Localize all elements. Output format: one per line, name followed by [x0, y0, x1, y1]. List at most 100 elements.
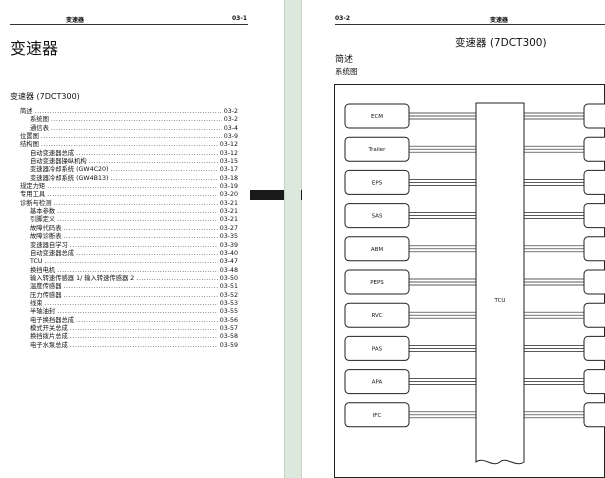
toc-entry-label: 自动变速器操纵机构: [30, 158, 87, 166]
page-title: 变速器 (7DCT300): [455, 37, 547, 49]
module-box: [344, 302, 410, 328]
toc-leader-dots: [70, 333, 218, 341]
toc-entry-label: 通信表: [30, 124, 49, 132]
toc-entry[interactable]: 电子换挡器总成 03-56: [10, 317, 238, 325]
module-box: [344, 402, 410, 428]
toc-entry-label: 基本参数: [30, 208, 56, 216]
toc-entry-label: 变速器冷却系统 (GW4C20): [30, 166, 109, 174]
toc-leader-dots: [57, 216, 218, 224]
module-box: [344, 169, 410, 195]
toc-leader-dots: [111, 166, 218, 174]
right-header-page-number: 03-2: [335, 15, 351, 22]
toc-entry-page: 03-21: [219, 208, 238, 216]
right-partial-box: [583, 136, 605, 162]
right-partial-box: [583, 169, 605, 195]
module-label: ABM: [371, 247, 384, 253]
module-label: ECM: [371, 114, 383, 120]
toc-leader-dots: [57, 208, 218, 216]
toc-entry[interactable]: 输入转速传感器 1/ 输入转速传感器 203-50: [10, 275, 238, 283]
toc-leader-dots: [51, 125, 222, 133]
toc-entry-page: 03-35: [219, 233, 238, 241]
toc-entry[interactable]: 通信表03-4: [10, 125, 238, 133]
toc-entry[interactable]: 变速器冷却系统 (GW4C20) 03-17: [10, 166, 238, 174]
toc-leader-dots: [35, 108, 222, 116]
toc-leader-dots: [70, 342, 218, 350]
toc-entry[interactable]: 专用工具03-20: [10, 191, 238, 199]
toc-entry-label: 规定力矩: [20, 183, 46, 191]
toc-entry-page: 03-56: [219, 316, 238, 324]
module-label: PEPS: [370, 280, 384, 286]
module-box: [344, 203, 410, 229]
toc-entry[interactable]: 结构图03-12: [10, 141, 238, 149]
toc-entry-page: 03-51: [219, 283, 238, 291]
toc-entry-page: 03-59: [219, 341, 238, 349]
toc-entry-page: 03-55: [219, 308, 238, 316]
toc-entry[interactable]: 电子水泵总成 03-59: [10, 342, 238, 350]
toc-entry[interactable]: 故障诊断表 03-35: [10, 233, 238, 241]
section-title: 简述: [335, 55, 354, 65]
chapter-title: 变速器: [10, 39, 59, 58]
toc-entry-label: TCU: [30, 258, 43, 266]
left-header-title: 变速器: [66, 17, 85, 24]
toc-entry-label: 自动变速器总成: [30, 149, 75, 157]
toc-entry-page: 03-19: [219, 183, 238, 191]
toc-entry-page: 03-27: [219, 224, 238, 232]
toc-leader-dots: [70, 325, 218, 333]
toc-entry-label: 电子换挡器总成: [30, 316, 75, 324]
toc-entry-page: 03-57: [219, 324, 238, 332]
toc-entry[interactable]: 位置图03-9: [10, 133, 238, 141]
toc-entry[interactable]: 换挡拨片总成03-58: [10, 333, 238, 341]
toc-entry[interactable]: 诊断与检测03-21: [10, 200, 238, 208]
toc-entry-label: 故障诊断表: [30, 233, 62, 241]
toc-entry-page: 03-12: [219, 141, 238, 149]
toc-entry-page: 03-15: [219, 158, 238, 166]
toc-entry[interactable]: 自动变速器操纵机构 03-15: [10, 158, 238, 166]
toc-leader-dots: [110, 175, 217, 183]
toc-entry[interactable]: 引脚定义03-21: [10, 216, 238, 224]
toc-entry[interactable]: 压力传感器03-52: [10, 292, 238, 300]
toc-entry[interactable]: 故障代码表03-27: [10, 225, 238, 233]
toc-leader-dots: [63, 283, 217, 291]
toc-entry[interactable]: 系统图03-2: [10, 116, 238, 124]
toc-entry[interactable]: 变速器自学习03-39: [10, 242, 238, 250]
tcu-label: TCU: [494, 298, 506, 304]
right-header-title: 变速器: [490, 17, 509, 24]
toc-entry[interactable]: 规定力矩 03-19: [10, 183, 238, 191]
module-label: PAS: [372, 346, 383, 352]
right-partial-box: [583, 335, 605, 361]
toc-leader-dots: [63, 225, 217, 233]
toc-entry-label: 输入转速传感器 1/ 输入转速传感器 2: [30, 274, 135, 282]
toc-entry-page: 03-53: [219, 299, 238, 307]
toc-entry-label: 电子水泵总成: [30, 341, 68, 349]
toc-entry[interactable]: TCU03-47: [10, 258, 238, 266]
previous-page-button[interactable]: [250, 190, 284, 200]
toc-leader-dots: [76, 250, 218, 258]
toc-entry[interactable]: 自动变速器总成03-40: [10, 250, 238, 258]
toc-entry[interactable]: 简述03-2: [10, 108, 238, 116]
toc-entry[interactable]: 温度传感器03-51: [10, 283, 238, 291]
toc-entry[interactable]: 基本参数 03-21: [10, 208, 238, 216]
toc-leader-dots: [41, 141, 218, 149]
toc-leader-dots: [63, 292, 217, 300]
toc-entry-label: 换挡电机: [30, 266, 56, 274]
toc-entry-label: 换挡拨片总成: [30, 333, 68, 341]
right-partial-box: [583, 302, 605, 328]
right-partial-box: [583, 402, 605, 428]
toc-entry-label: 模式开关总成: [30, 324, 68, 332]
toc-leader-dots: [76, 150, 218, 158]
toc-leader-dots: [41, 133, 222, 141]
toc-leader-dots: [57, 267, 218, 275]
module-label: APA: [372, 380, 383, 386]
toc-entry[interactable]: 自动变速器总成03-12: [10, 150, 238, 158]
toc-entry-page: 03-17: [219, 166, 238, 174]
toc-entry[interactable]: 模式开关总成 03-57: [10, 325, 238, 333]
module-box: [344, 369, 410, 395]
toc-entry[interactable]: 换挡电机03-48: [10, 267, 238, 275]
toc-entry[interactable]: 线束03-53: [10, 300, 238, 308]
right-header-rule: [335, 24, 605, 25]
subsection-title: 系统图: [335, 67, 358, 76]
toc-entry[interactable]: 半轴油封03-55: [10, 308, 238, 316]
toc-entry[interactable]: 变速器冷却系统 (GW4B13)03-18: [10, 175, 238, 183]
